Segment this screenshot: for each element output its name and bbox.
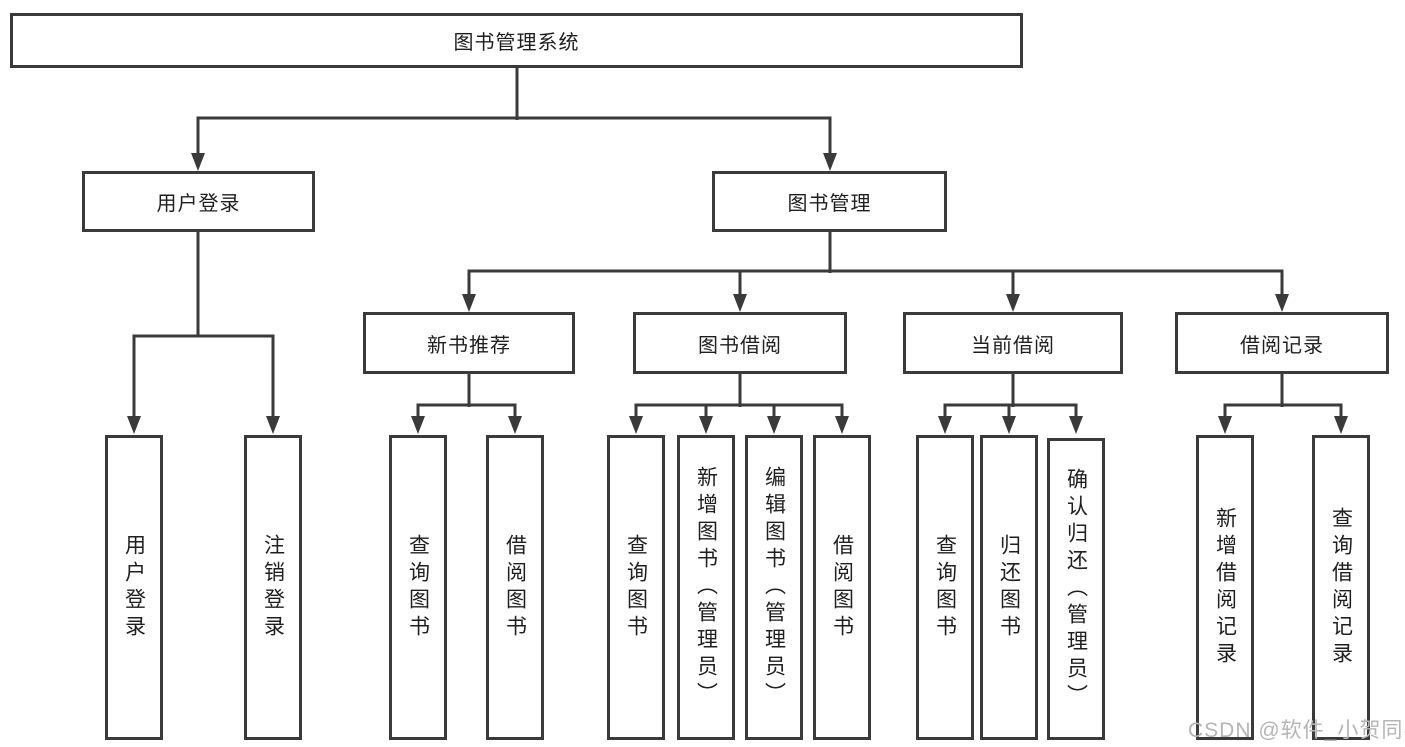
node-leaf-user-login: 用户登录: [105, 435, 163, 740]
node-leaf-query-borrow-record-label: 查询借阅记录: [1329, 506, 1353, 669]
node-root-label: 图书管理系统: [453, 32, 580, 54]
node-leaf-add-borrow-record-label: 新增借阅记录: [1213, 506, 1237, 669]
connector-stems: [132, 68, 1343, 418]
node-user-login-label: 用户登录: [156, 193, 241, 215]
node-leaf-query-books-3-label: 查询图书: [933, 533, 957, 642]
node-leaf-edit-book-admin-label: 编辑图书（管理员）: [762, 466, 786, 709]
node-current-borrow: 当前借阅: [903, 312, 1123, 374]
node-leaf-add-book-admin: 新增图书（管理员）: [677, 435, 735, 740]
node-leaf-logout-label: 注销登录: [261, 533, 285, 642]
node-leaf-query-books-2: 查询图书: [607, 435, 665, 740]
node-borrow-records-label: 借阅记录: [1240, 334, 1324, 357]
csdn-watermark: CSDN @软件_小贺同学: [1188, 719, 1405, 742]
node-leaf-add-book-admin-label: 新增图书（管理员）: [694, 466, 718, 709]
node-leaf-confirm-return-admin: 确认归还（管理员）: [1047, 438, 1105, 740]
node-book-borrow-label: 图书借阅: [698, 334, 782, 357]
node-leaf-return-book: 归还图书: [980, 435, 1038, 740]
node-book-borrow: 图书借阅: [633, 312, 847, 374]
node-leaf-borrow-books-1-label: 借阅图书: [503, 533, 527, 642]
node-leaf-query-borrow-record: 查询借阅记录: [1312, 435, 1370, 740]
node-root: 图书管理系统: [10, 13, 1023, 68]
node-user-login: 用户登录: [82, 171, 315, 232]
node-leaf-borrow-books-2-label: 借阅图书: [830, 533, 854, 642]
node-leaf-user-login-label: 用户登录: [122, 533, 146, 642]
node-leaf-logout: 注销登录: [244, 435, 302, 740]
node-leaf-add-borrow-record: 新增借阅记录: [1196, 435, 1254, 740]
node-leaf-query-books-1-label: 查询图书: [406, 533, 430, 642]
node-leaf-query-books-1: 查询图书: [389, 435, 447, 740]
node-leaf-return-book-label: 归还图书: [997, 533, 1021, 642]
node-leaf-query-books-2-label: 查询图书: [624, 533, 648, 642]
node-new-book-recommend-label: 新书推荐: [427, 334, 511, 357]
node-new-book-recommend: 新书推荐: [363, 312, 575, 374]
node-leaf-borrow-books-2: 借阅图书: [813, 435, 871, 740]
node-borrow-records: 借阅记录: [1175, 312, 1389, 374]
node-book-management: 图书管理: [712, 171, 947, 232]
node-leaf-edit-book-admin: 编辑图书（管理员）: [745, 435, 803, 740]
node-current-borrow-label: 当前借阅: [971, 334, 1055, 357]
node-book-management-label: 图书管理: [787, 193, 872, 215]
node-leaf-confirm-return-admin-label: 确认归还（管理员）: [1064, 467, 1088, 711]
node-leaf-borrow-books-1: 借阅图书: [486, 435, 544, 740]
node-leaf-query-books-3: 查询图书: [916, 435, 974, 740]
